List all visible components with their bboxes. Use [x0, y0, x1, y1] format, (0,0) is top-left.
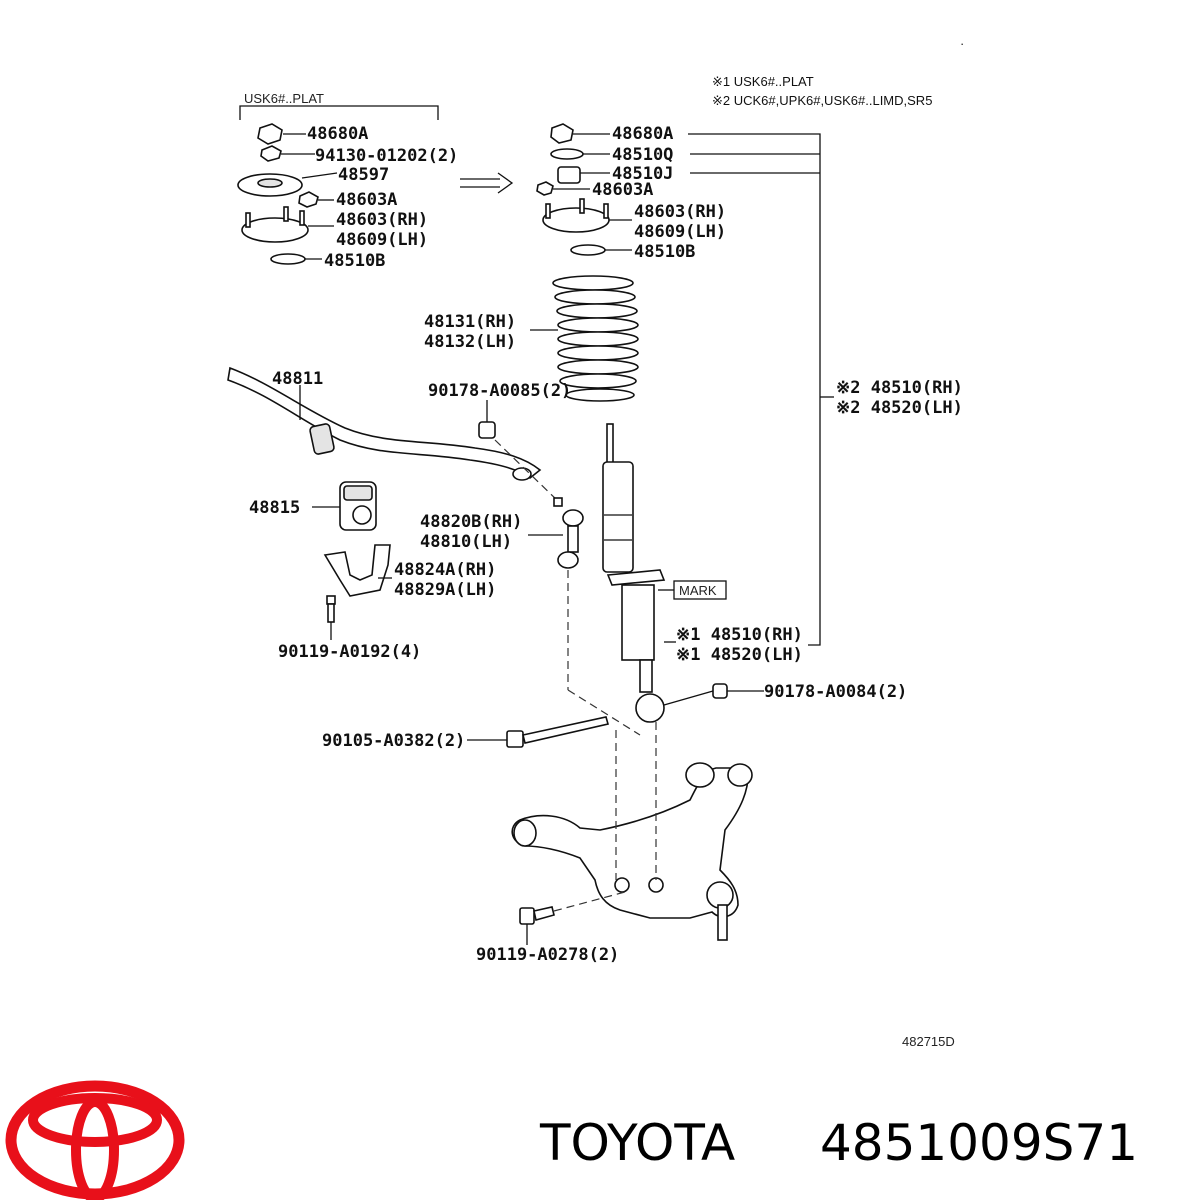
label-48510b-right: 48510B — [634, 242, 695, 262]
label-48597: 48597 — [338, 165, 389, 185]
note-2: ※2 UCK6#,UPK6#,USK6#..LIMD,SR5 — [712, 93, 932, 108]
long-bolt-icon — [506, 716, 610, 748]
upper-support-icon — [241, 217, 309, 243]
label-48603rh-left: 48603(RH) — [336, 210, 428, 230]
label-48603a-left: 48603A — [336, 190, 397, 210]
note-1: ※1 USK6#..PLAT — [712, 74, 814, 89]
label-90119-a0192: 90119-A0192(4) — [278, 642, 421, 662]
label-48510j: 48510J — [612, 164, 673, 184]
part-number: 4851009S71 — [820, 1114, 1138, 1172]
nut-small-icon — [260, 145, 282, 162]
nut-icon — [712, 683, 728, 699]
label-48609lh-right: 48609(LH) — [634, 222, 726, 242]
upper-support-icon — [542, 207, 610, 233]
toyota-logo — [5, 1080, 185, 1200]
label-48603rh-right: 48603(RH) — [634, 202, 726, 222]
label-48603a-right: 48603A — [592, 180, 653, 200]
nut-icon — [257, 123, 283, 145]
label-abs2-lh: ※2 48520(LH) — [836, 398, 963, 418]
label-48510q: 48510Q — [612, 145, 673, 165]
bolt-icon — [326, 595, 336, 605]
right-arrow-icon — [460, 172, 514, 194]
label-48680a-right: 48680A — [612, 124, 673, 144]
washer-icon — [550, 148, 584, 160]
label-90178-a0085: 90178-A0085(2) — [428, 381, 571, 401]
bracket-icon — [323, 544, 391, 597]
brand-name: TOYOTA — [539, 1114, 735, 1172]
stabilizer-bar-icon — [227, 366, 542, 481]
left-group-bracket — [239, 105, 439, 120]
label-spring-lh: 48132(LH) — [424, 332, 516, 352]
mark-box — [673, 580, 727, 600]
label-90105-a0382: 90105-A0382(2) — [322, 731, 465, 751]
insulator-icon — [270, 253, 306, 265]
label-abs1-rh: ※1 48510(RH) — [676, 625, 803, 645]
left-upper-mount-group — [237, 123, 338, 265]
diagram-id: 482715D — [902, 1034, 955, 1049]
assembly-bracket — [688, 133, 821, 646]
label-48815: 48815 — [249, 498, 300, 518]
label-link-lh: 48810(LH) — [420, 532, 512, 552]
label-48510b-left: 48510B — [324, 251, 385, 271]
dot-mark: · — [960, 36, 964, 51]
label-mark: MARK — [679, 583, 717, 598]
label-abs2-rh: ※2 48510(RH) — [836, 378, 963, 398]
label-90119-a0278: 90119-A0278(2) — [476, 945, 619, 965]
nut-icon — [536, 181, 554, 196]
insulator-icon — [570, 244, 606, 256]
right-upper-mount-group — [536, 123, 632, 256]
coil-spring-icon — [552, 275, 639, 402]
shock-absorber-icon — [602, 423, 666, 723]
label-bracket-lh: 48829A(LH) — [394, 580, 496, 600]
nut-icon — [298, 191, 319, 208]
label-bracket-rh: 48824A(RH) — [394, 560, 496, 580]
lower-control-arm-icon — [511, 762, 753, 941]
label-48811: 48811 — [272, 369, 323, 389]
lower-bolt-icon — [519, 906, 555, 925]
stabilizer-link-icon — [553, 497, 584, 569]
bushing-icon — [339, 481, 377, 531]
label-link-rh: 48820B(RH) — [420, 512, 522, 532]
label-48609lh-left: 48609(LH) — [336, 230, 428, 250]
nut-icon — [550, 123, 574, 144]
label-abs1-lh: ※1 48520(LH) — [676, 645, 803, 665]
label-48680a-left: 48680A — [307, 124, 368, 144]
label-90178-a0084: 90178-A0084(2) — [764, 682, 907, 702]
left-group-header: USK6#..PLAT — [244, 91, 324, 106]
cushion-icon — [557, 166, 581, 184]
nut-icon — [478, 421, 496, 439]
label-spring-rh: 48131(RH) — [424, 312, 516, 332]
label-94130: 94130-01202(2) — [315, 146, 458, 166]
